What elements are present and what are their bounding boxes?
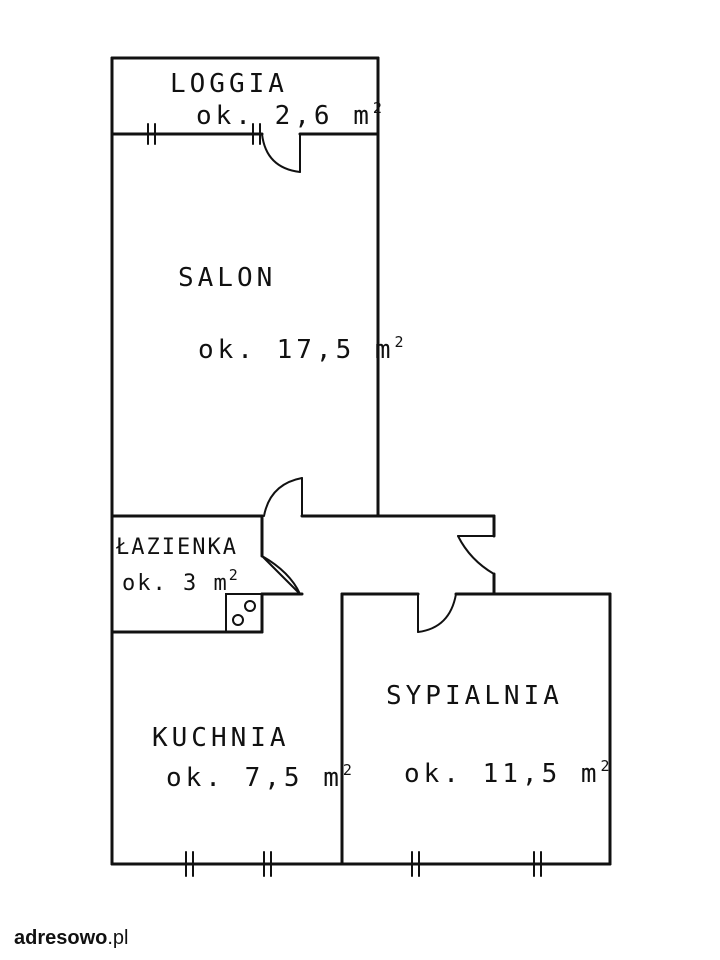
window-loggia-2 xyxy=(252,123,261,145)
room-area: ok. 11,5 m2 xyxy=(404,757,610,789)
room-area: ok. 17,5 m2 xyxy=(198,333,404,365)
room-area: ok. 3 m2 xyxy=(122,566,238,596)
room-sypialnia: SYPIALNIA ok. 11,5 m2 xyxy=(386,681,610,789)
window-kitchen-2 xyxy=(263,851,272,877)
room-name: KUCHNIA xyxy=(152,723,290,753)
doors xyxy=(261,133,495,633)
window-kitchen-1 xyxy=(185,851,194,877)
window-bedroom-1 xyxy=(411,851,420,877)
door-bathroom xyxy=(261,555,301,595)
window-bedroom-2 xyxy=(533,851,542,877)
stove-icon xyxy=(225,593,263,633)
watermark-brand: adresowo xyxy=(14,926,108,949)
room-loggia: LOGGIA ok. 2,6 m2 xyxy=(170,69,382,131)
watermark-logo: adresowo.pl xyxy=(4,920,139,956)
door-loggia xyxy=(261,133,301,173)
windows xyxy=(147,123,542,877)
door-salon xyxy=(263,477,303,517)
room-name: LOGGIA xyxy=(170,69,288,99)
room-name: SALON xyxy=(178,263,276,293)
room-name: ŁAZIENKA xyxy=(115,535,238,560)
walls xyxy=(110,56,612,866)
room-name: SYPIALNIA xyxy=(386,681,563,711)
room-salon: SALON ok. 17,5 m2 xyxy=(178,263,404,365)
room-area: ok. 7,5 m2 xyxy=(166,761,352,793)
door-bedroom xyxy=(417,593,457,633)
room-area: ok. 2,6 m2 xyxy=(196,99,382,131)
room-lazienka: ŁAZIENKA ok. 3 m2 xyxy=(115,535,238,596)
watermark-tld: .pl xyxy=(107,926,129,949)
window-loggia-1 xyxy=(147,123,156,145)
door-corridor xyxy=(457,535,495,575)
room-kuchnia: KUCHNIA ok. 7,5 m2 xyxy=(152,723,352,793)
